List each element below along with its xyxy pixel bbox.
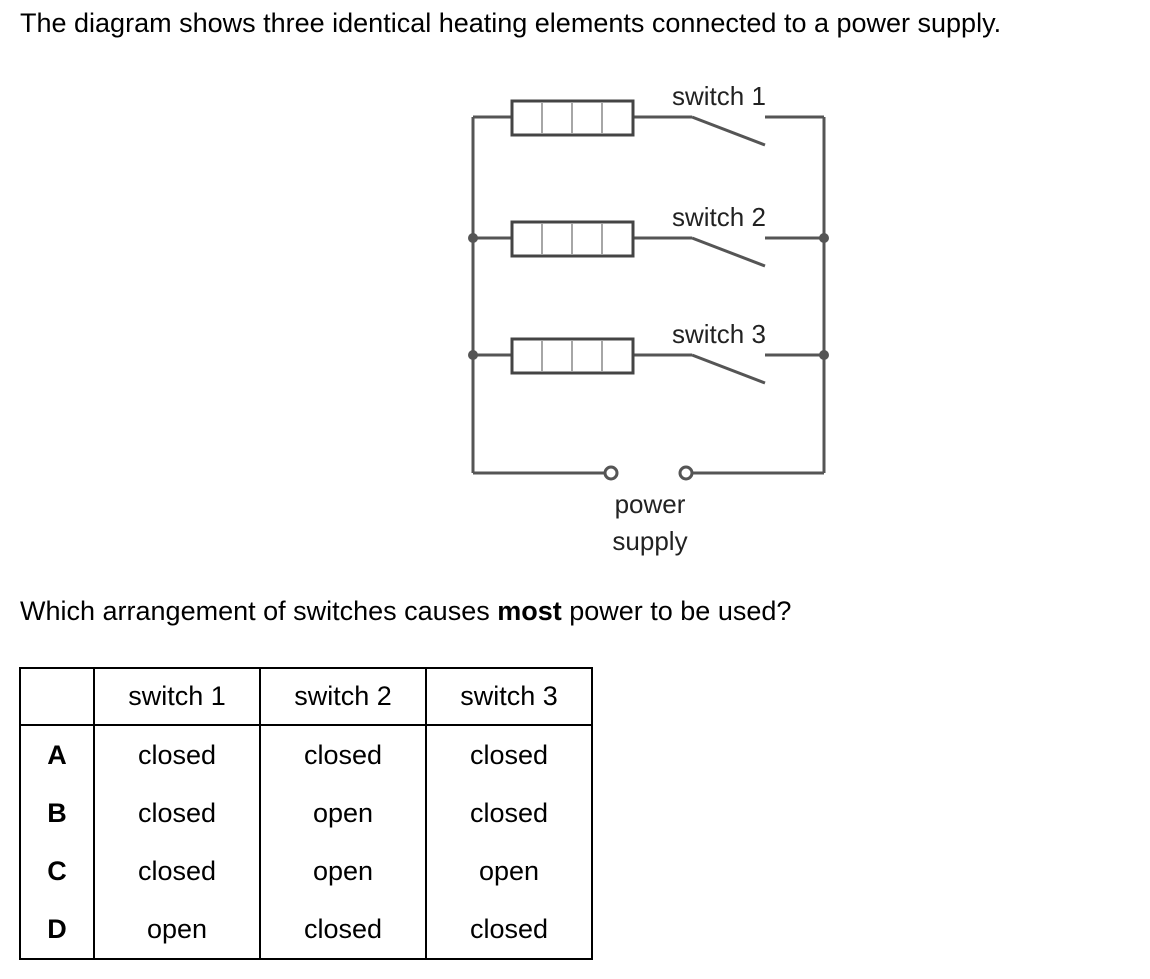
- cell-switch-1: closed: [93, 784, 261, 842]
- header-blank: [19, 667, 95, 726]
- cell-switch-3: closed: [425, 900, 593, 960]
- cell-switch-1: open: [93, 900, 261, 960]
- circuit-diagram: switch 1 switch 2 switch 3 power supply: [468, 81, 829, 556]
- cell-switch-2: open: [259, 784, 427, 842]
- switch-2-blade: [691, 236, 766, 268]
- power-supply-label-line1: power: [615, 489, 686, 519]
- intro-text: The diagram shows three identical heatin…: [20, 8, 1002, 38]
- switch-3-label: switch 3: [672, 319, 766, 349]
- junction-dot: [468, 233, 478, 243]
- power-terminal-left: [603, 465, 619, 481]
- cell-switch-1: closed: [93, 842, 261, 900]
- junction-dot: [819, 233, 829, 243]
- switch-1-label: switch 1: [672, 81, 766, 111]
- option-letter: D: [19, 900, 95, 960]
- switch-3-blade: [691, 353, 766, 385]
- cell-switch-2: closed: [259, 725, 427, 784]
- header-switch-3: switch 3: [425, 667, 593, 726]
- question-before: Which arrangement of switches causes: [20, 596, 498, 626]
- cell-switch-2: open: [259, 842, 427, 900]
- cell-switch-3: closed: [425, 784, 593, 842]
- power-terminal-right: [678, 465, 694, 481]
- switch-2-label: switch 2: [672, 202, 766, 232]
- switch-1-blade: [691, 115, 766, 147]
- cell-switch-1: closed: [93, 725, 261, 784]
- cell-switch-3: open: [425, 842, 593, 900]
- table-row: A closed closed closed: [19, 725, 593, 784]
- junction-dot: [819, 350, 829, 360]
- option-letter: B: [19, 784, 95, 842]
- option-letter: C: [19, 842, 95, 900]
- table-row: B closed open closed: [19, 784, 593, 842]
- table-header-row: switch 1 switch 2 switch 3: [19, 667, 593, 726]
- power-supply-label-line2: supply: [612, 526, 687, 556]
- question-emphasis: most: [497, 596, 562, 626]
- question-text: Which arrangement of switches causes mos…: [20, 596, 791, 627]
- cell-switch-2: closed: [259, 900, 427, 960]
- option-letter: A: [19, 725, 95, 784]
- table-row: C closed open open: [19, 842, 593, 900]
- answer-options-table: switch 1 switch 2 switch 3 A closed clos…: [19, 667, 593, 960]
- question-after: power to be used?: [561, 596, 792, 626]
- junction-dot: [468, 350, 478, 360]
- table-row: D open closed closed: [19, 900, 593, 960]
- header-switch-2: switch 2: [259, 667, 427, 726]
- header-switch-1: switch 1: [93, 667, 261, 726]
- cell-switch-3: closed: [425, 725, 593, 784]
